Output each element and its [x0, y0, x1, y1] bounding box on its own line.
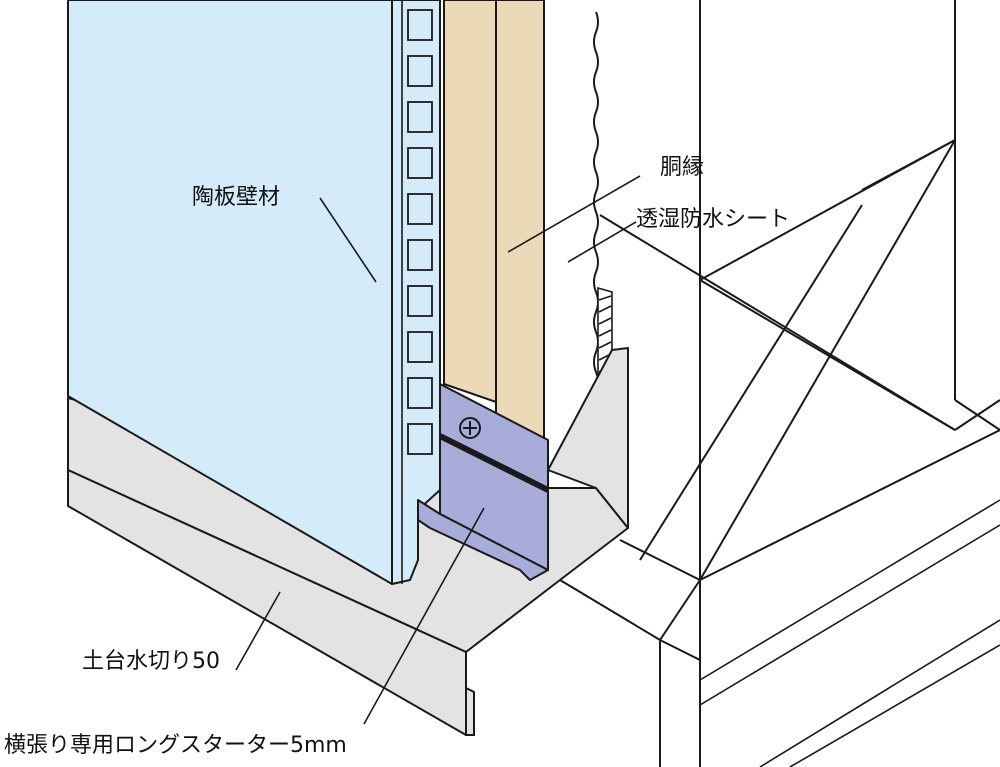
furring-strips: [443, 0, 545, 450]
label-ceramic-panel: 陶板壁材: [192, 185, 280, 210]
screw-icon: [459, 417, 481, 439]
long-starter: [417, 383, 550, 581]
structural-frame: [559, 0, 1000, 767]
label-sill-flashing: 土台水切り50: [82, 649, 220, 674]
label-membrane: 透湿防水シート: [636, 207, 790, 232]
leader-lines: [235, 175, 641, 725]
label-furring-strip: 胴縁: [660, 155, 704, 180]
ceramic-panel: [67, 0, 441, 585]
label-starter: 横張り専用ロングスターター5mm: [4, 733, 347, 758]
panel-slots: [407, 9, 433, 455]
